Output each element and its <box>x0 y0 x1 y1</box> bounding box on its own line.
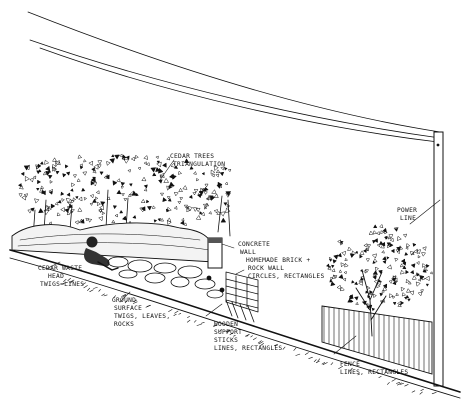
svg-text:ROCK WALL: ROCK WALL <box>248 265 284 272</box>
concrete-wall <box>207 237 223 269</box>
ground-texture <box>62 277 437 395</box>
label-power-line: POWER LINE <box>397 207 417 222</box>
label-ground-surface: GROUND SURFACE TWIGS, LEAVES, ROCKS <box>112 297 170 328</box>
leader-lines <box>47 159 441 355</box>
svg-text:SUPPORT: SUPPORT <box>214 329 242 336</box>
svg-text:CEDAR WASTE: CEDAR WASTE <box>38 265 82 272</box>
svg-text:CONCRETE: CONCRETE <box>238 241 270 248</box>
svg-text:LINE: LINE <box>400 215 416 222</box>
svg-text:WALL: WALL <box>240 249 256 256</box>
wooden-support-sticks <box>225 299 255 323</box>
svg-text:STICKS: STICKS <box>214 337 238 344</box>
svg-text:GROUND: GROUND <box>112 297 136 304</box>
svg-text:TRIANGULATION: TRIANGULATION <box>173 161 225 168</box>
rock-wall <box>107 256 225 299</box>
label-fence: FENCE LINES, RECTANGLES <box>340 361 408 376</box>
svg-text:ROCKS: ROCKS <box>114 321 134 328</box>
svg-text:WOODEN: WOODEN <box>214 321 238 328</box>
fence <box>321 305 435 375</box>
cedar-hedge <box>11 222 215 263</box>
svg-text:SURFACE: SURFACE <box>114 305 142 312</box>
svg-text:HEAD: HEAD <box>48 273 64 280</box>
seated-person <box>84 236 119 271</box>
svg-text:HOMEMADE BRICK +: HOMEMADE BRICK + <box>246 257 310 264</box>
brick-wall <box>225 271 259 313</box>
label-cedar-trees: CEDAR TREES TRIANGULATION <box>170 153 225 168</box>
svg-text:POWER: POWER <box>397 207 417 214</box>
power-wires <box>27 11 441 143</box>
power-pole <box>433 131 444 387</box>
label-cedar-waste: CEDAR WASTE HEAD TWIGS=LINES <box>38 265 84 288</box>
label-homemade-wall: HOMEMADE BRICK + ROCK WALL CIRCLES, RECT… <box>246 257 324 280</box>
svg-text:FENCE: FENCE <box>340 361 360 368</box>
svg-text:CIRCLES, RECTANGLES: CIRCLES, RECTANGLES <box>248 273 324 280</box>
label-concrete-wall: CONCRETE WALL <box>238 241 270 256</box>
right-tree-trunk <box>355 269 387 337</box>
svg-text:TWIGS, LEAVES,: TWIGS, LEAVES, <box>114 313 170 320</box>
svg-text:CEDAR TREES: CEDAR TREES <box>170 153 214 160</box>
right-tree-foliage <box>325 223 433 312</box>
label-wooden-support: WOODEN SUPPORT STICKS LINES, RECTANGLES <box>214 321 282 352</box>
svg-text:LINES, RECTANGLES: LINES, RECTANGLES <box>340 369 408 376</box>
svg-text:TWIGS=LINES: TWIGS=LINES <box>40 281 84 288</box>
svg-text:LINES, RECTANGLES: LINES, RECTANGLES <box>214 345 282 352</box>
